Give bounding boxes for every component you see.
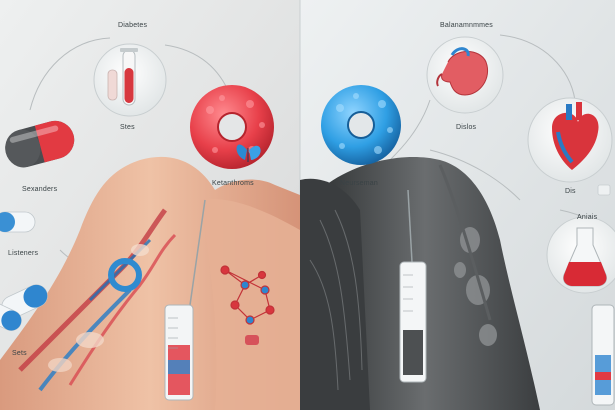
blue-donut-icon bbox=[321, 85, 401, 165]
heart-icon bbox=[527, 97, 613, 183]
blue-capsule-icon bbox=[0, 211, 48, 331]
label-flask-caption: Aniais bbox=[577, 214, 598, 221]
label-bottom-left-upper: Listeners bbox=[8, 250, 39, 257]
red-donut-icon bbox=[190, 85, 274, 169]
syringe-icon bbox=[399, 189, 427, 383]
fragment-decoration bbox=[597, 184, 611, 196]
molecule-icon bbox=[220, 265, 275, 345]
vein-ring bbox=[108, 258, 142, 292]
label-stomach-caption: Dislos bbox=[456, 124, 477, 131]
flask-icon bbox=[546, 216, 615, 294]
label-bottom-left-lower: Sets bbox=[12, 350, 27, 357]
label-heart-caption: Dis bbox=[565, 188, 576, 195]
label-top-left: Diabetes bbox=[118, 22, 148, 29]
label-donut-red: Ketanthroms bbox=[212, 180, 254, 187]
red-capsule-icon bbox=[5, 120, 75, 168]
left-arm bbox=[0, 156, 300, 410]
stomach-icon bbox=[426, 36, 504, 114]
test-tube-icon bbox=[93, 43, 167, 117]
label-capsule-left: Sexanders bbox=[22, 186, 58, 193]
label-tube-caption: Stes bbox=[120, 124, 135, 131]
label-donut-blue: Neurseman bbox=[340, 180, 378, 187]
label-top-right: Balanamnmmes bbox=[440, 22, 493, 29]
butterfly-icon bbox=[236, 144, 261, 162]
syringe-icon bbox=[591, 304, 615, 406]
syringe-icon bbox=[164, 199, 206, 401]
